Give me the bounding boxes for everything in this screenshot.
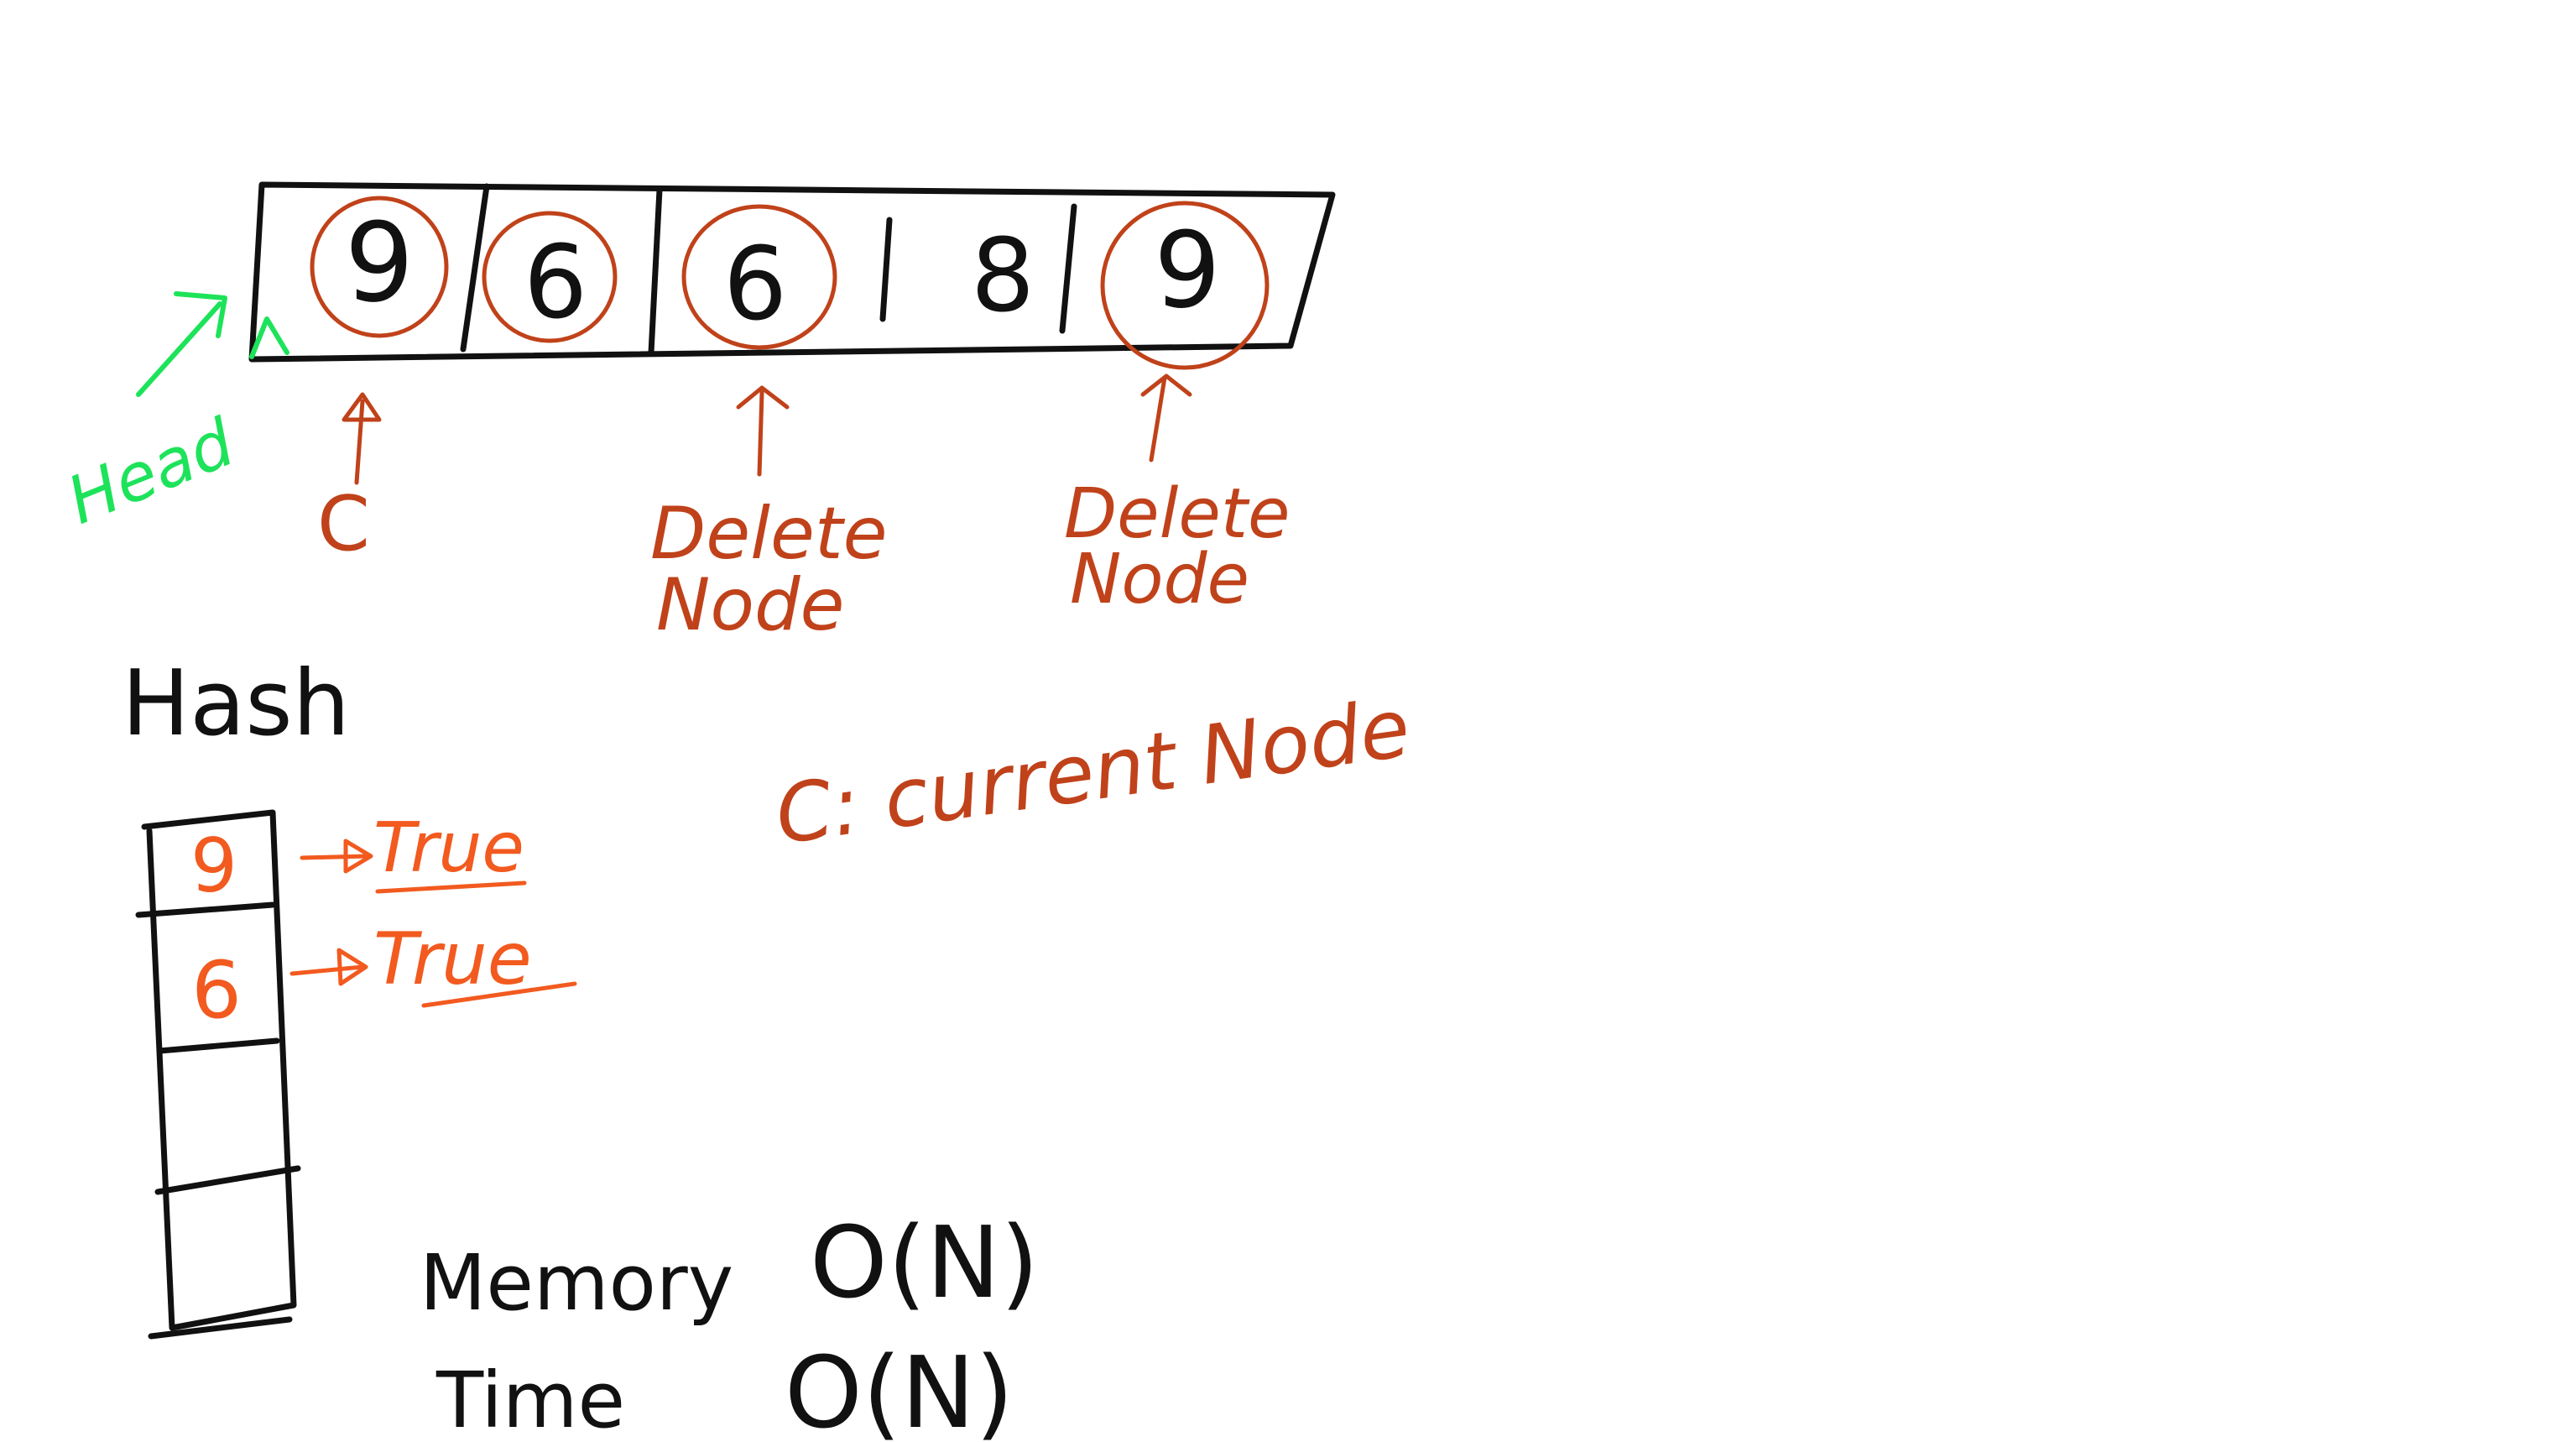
- hash-table-outline: [141, 809, 297, 1331]
- memory-value: O(N): [810, 1204, 1039, 1320]
- node-circle: [310, 196, 449, 338]
- hash-value-underline: [421, 981, 577, 1008]
- current-arrowhead: [342, 392, 382, 422]
- time-label: Time: [435, 1356, 625, 1442]
- time-value: O(N): [785, 1335, 1014, 1442]
- hash-title: Hash: [122, 651, 350, 756]
- delete-label-line1: Delete: [1064, 474, 1290, 554]
- linked-list-divider: [879, 217, 893, 322]
- node-value: 6: [723, 227, 787, 343]
- delete-arrowhead: [1140, 374, 1192, 397]
- linked-list-divider: [460, 183, 490, 353]
- hash-value-arrow: [300, 854, 370, 860]
- delete-pointer-1: Delete Node: [650, 385, 888, 647]
- hash-value-arrow: [289, 964, 365, 976]
- head-arrow: [136, 301, 222, 397]
- node-value: 6: [524, 225, 587, 342]
- node-circle: [1100, 201, 1270, 370]
- head-label: Head: [57, 405, 244, 540]
- node-circle: [482, 211, 618, 343]
- current-pointer: C: [317, 392, 382, 568]
- node-value: 8: [971, 218, 1035, 335]
- hash-key: 6: [191, 945, 242, 1037]
- hash-value-arrowhead: [336, 948, 368, 986]
- linked-list: 9 6 6 8 9: [248, 181, 1336, 370]
- delete-arrowhead: [736, 385, 790, 410]
- hash-row-divider: [148, 1316, 293, 1340]
- delete-arrow: [1149, 375, 1167, 462]
- hash-value-arrowhead: [343, 839, 373, 874]
- hash-row-divider: [154, 1165, 301, 1195]
- linked-list-divider: [648, 186, 663, 356]
- hash-key: 9: [190, 823, 237, 909]
- delete-label-line2: Node: [1070, 540, 1249, 619]
- memory-label: Memory: [420, 1238, 733, 1328]
- hash-value: True: [373, 808, 524, 888]
- head-arrowhead: [174, 291, 227, 338]
- delete-pointer-2: Delete Node: [1064, 374, 1290, 619]
- linked-list-divider: [1059, 203, 1077, 334]
- hash-value-underline: [375, 880, 527, 894]
- current-label: C: [317, 480, 370, 568]
- delete-arrow: [757, 390, 764, 477]
- node-value: 9: [1154, 210, 1221, 332]
- delete-label-line1: Delete: [650, 492, 888, 576]
- legend-text: C: current Node: [770, 681, 1416, 863]
- hash-value: True: [373, 917, 532, 1001]
- head-arrowhead-mark: [249, 316, 289, 359]
- delete-label-line2: Node: [656, 563, 844, 647]
- hash-table: Hash 9 6 True True: [122, 651, 577, 1340]
- linked-list-outline: [248, 181, 1336, 363]
- node-circle: [681, 204, 837, 350]
- hash-row-divider: [135, 901, 276, 918]
- complexity: Memory O(N) Time O(N): [420, 1204, 1039, 1442]
- current-arrow: [354, 399, 365, 485]
- node-value: 9: [345, 199, 415, 327]
- hash-row-divider: [156, 1037, 280, 1054]
